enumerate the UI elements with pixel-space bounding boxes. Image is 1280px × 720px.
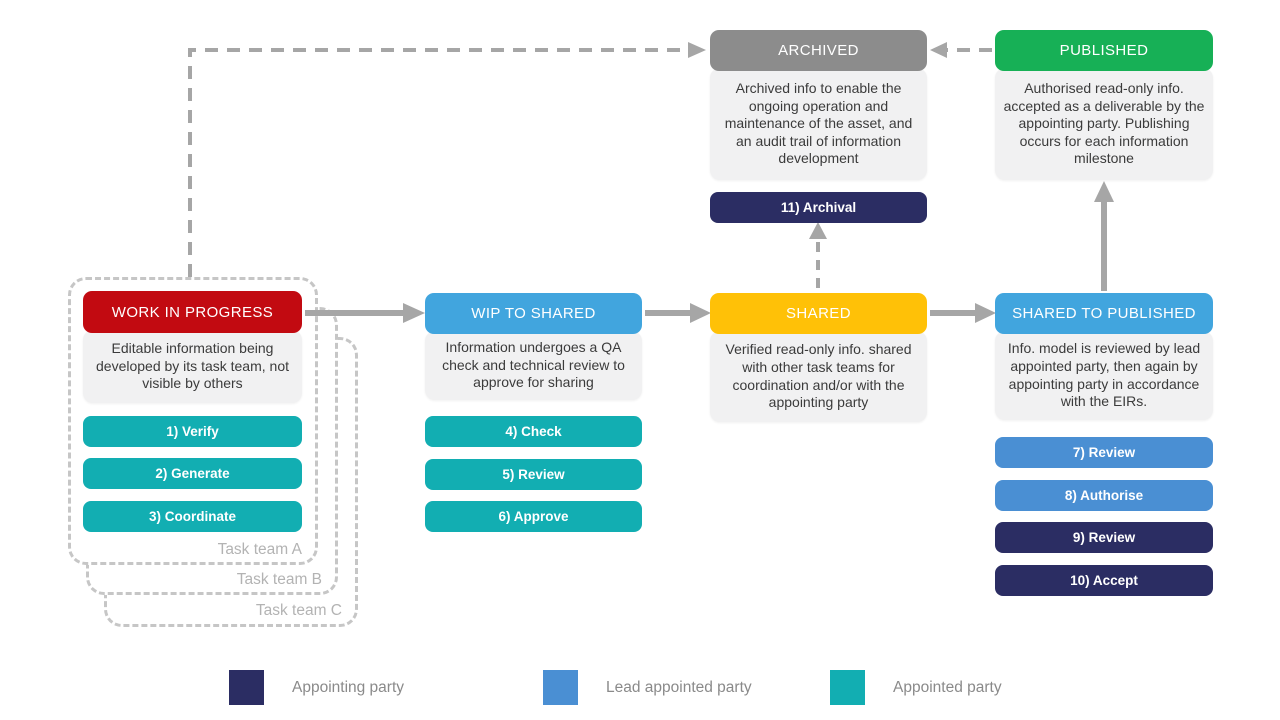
- step-review-9: 9) Review: [995, 522, 1213, 553]
- stage-shared-description: Verified read-only info. shared with oth…: [710, 331, 927, 422]
- connector-group: [188, 42, 1114, 323]
- step-generate: 2) Generate: [83, 458, 302, 489]
- arrowhead-wip-to-archived: [688, 42, 706, 58]
- legend-label-appointed-party: Appointed party: [893, 678, 1002, 696]
- step-check: 4) Check: [425, 416, 642, 447]
- dashed-arrow-wip-to-archived: [188, 48, 688, 277]
- arrowhead-shared-to-archival: [809, 222, 827, 239]
- stage-published-description: Authorised read-only info. accepted as a…: [995, 68, 1213, 180]
- stage-archived-header: ARCHIVED: [710, 30, 927, 71]
- stage-wip-to-shared-description: Information undergoes a QA check and tec…: [425, 331, 642, 400]
- stage-archived-description: Archived info to enable the ongoing oper…: [710, 68, 927, 180]
- stage-shared-header: SHARED: [710, 293, 927, 334]
- step-approve: 6) Approve: [425, 501, 642, 532]
- step-verify: 1) Verify: [83, 416, 302, 447]
- stage-shared-to-published-header: SHARED TO PUBLISHED: [995, 293, 1213, 334]
- stage-shared-to-published-description: Info. model is reviewed by lead appointe…: [995, 331, 1213, 420]
- stage-work-in-progress-header: WORK IN PROGRESS: [83, 291, 302, 333]
- arrowhead-shared-to-sharedpublished: [975, 303, 996, 323]
- legend-swatch-appointing-party: [229, 670, 264, 705]
- task-team-b-label: Task team B: [236, 571, 322, 588]
- legend-swatch-appointed-party: [830, 670, 865, 705]
- arrowhead-wip-to-wipshared: [403, 303, 425, 323]
- step-review-5: 5) Review: [425, 459, 642, 490]
- task-team-a-label: Task team A: [217, 541, 302, 558]
- stage-wip-to-shared-header: WIP TO SHARED: [425, 293, 642, 334]
- legend-item-appointing-party: Appointing party: [229, 670, 404, 705]
- step-accept: 10) Accept: [995, 565, 1213, 596]
- legend-swatch-lead-appointed-party: [543, 670, 578, 705]
- step-authorise: 8) Authorise: [995, 480, 1213, 511]
- stage-work-in-progress-description: Editable information being developed by …: [83, 330, 302, 403]
- legend-label-appointing-party: Appointing party: [292, 678, 405, 696]
- arrowhead-wipshared-to-shared: [690, 303, 711, 323]
- arrowhead-published-to-archived: [930, 42, 947, 58]
- stage-published-header: PUBLISHED: [995, 30, 1213, 71]
- legend-item-lead-appointed-party: Lead appointed party: [543, 670, 752, 705]
- arrowhead-sharedpublished-to-published: [1094, 181, 1114, 202]
- step-coordinate: 3) Coordinate: [83, 501, 302, 532]
- legend-label-lead-appointed-party: Lead appointed party: [606, 678, 752, 696]
- task-team-c-label: Task team C: [255, 602, 342, 619]
- step-review-7: 7) Review: [995, 437, 1213, 468]
- legend-item-appointed-party: Appointed party: [830, 670, 1002, 705]
- step-archival: 11) Archival: [710, 192, 927, 223]
